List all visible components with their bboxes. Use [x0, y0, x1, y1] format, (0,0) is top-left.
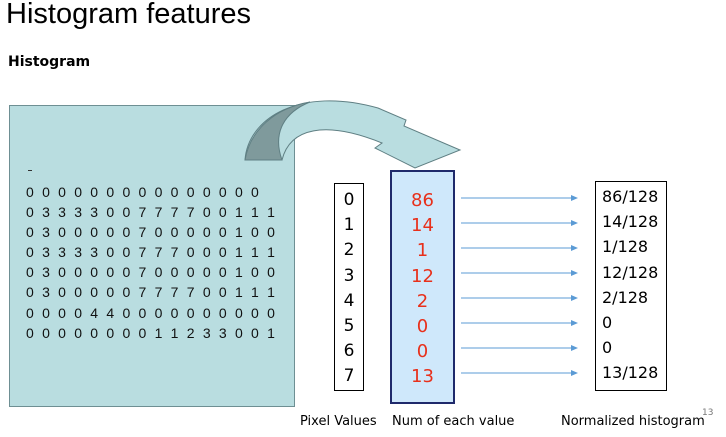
normalized-value: 12/128: [602, 262, 659, 282]
arrowhead-icon: [571, 295, 578, 301]
arrowhead-icon: [571, 245, 578, 251]
pixel-matrix-panel: 0 0 0 0 0 0 0 0 0 0 0 0 0 0 0 0 3 3 3 3 0…: [9, 105, 295, 407]
arrowhead-icon: [571, 370, 578, 376]
pixel-value: 7: [343, 366, 355, 387]
num-each-caption: Num of each value: [392, 414, 515, 429]
pixel-values-caption: Pixel Values: [300, 414, 377, 429]
pixel-value: 3: [343, 265, 355, 286]
matrix-row: 0 0 0 0 0 0 0 0 1 1 2 3 3 0 0 1: [26, 324, 278, 341]
pixel-value: 1: [343, 215, 355, 236]
normalized-value: 0: [602, 313, 613, 332]
matrix-row: 0 0 0 0 4 4 0 0 0 0 0 0 0 0 0 0: [26, 304, 278, 321]
section-heading: Histogram: [8, 54, 91, 70]
dash-mark: [28, 170, 32, 171]
normalized-value: 86/128: [602, 187, 659, 206]
counts-column: 86 14 1 12 2 0 0 13: [390, 170, 455, 404]
matrix-row: 0 3 0 0 0 0 0 7 7 7 7 0 0 1 1 1: [26, 284, 278, 301]
matrix-row: 0 3 3 3 3 0 0 7 7 7 0 0 0 1 1 1: [26, 244, 278, 261]
count-value: 2: [416, 290, 429, 312]
normalized-value: 0: [602, 338, 613, 358]
pixel-value: 0: [343, 190, 355, 210]
pixel-value: 2: [343, 240, 355, 261]
pixel-values-column: 0 1 2 3 4 5 6 7: [334, 183, 364, 391]
matrix-row: 0 3 0 0 0 0 0 7 0 0 0 0 0 1 0 0: [26, 224, 278, 241]
pixel-value: 4: [343, 290, 355, 311]
normalized-column: 86/128 14/128 1/128 12/128 2/128 0 0 13/128: [595, 181, 667, 391]
pixel-value: 6: [343, 341, 355, 362]
matrix-row: 0 3 0 0 0 0 0 7 0 0 0 0 0 1 0 0: [26, 264, 278, 281]
normalized-value: 1/128: [602, 237, 649, 257]
arrowhead-icon: [571, 320, 578, 326]
arrowhead-icon: [571, 195, 578, 201]
count-value: 0: [416, 341, 429, 363]
count-value: 1: [416, 240, 429, 262]
count-value: 86: [411, 190, 434, 211]
count-value: 13: [411, 366, 434, 388]
normalized-value: 13/128: [602, 363, 659, 383]
count-value: 12: [411, 265, 434, 287]
normalized-value: 2/128: [602, 287, 649, 307]
arrowhead-icon: [571, 345, 578, 351]
matrix-row: 0 0 0 0 0 0 0 0 0 0 0 0 0 0 0: [26, 184, 262, 200]
count-value: 14: [411, 215, 434, 237]
page-number: 13: [702, 408, 714, 418]
count-value: 0: [416, 316, 429, 337]
arrowhead-icon: [571, 270, 578, 276]
arrowhead-icon: [571, 220, 578, 226]
pixel-matrix: 0 0 0 0 0 0 0 0 0 0 0 0 0 0 0 0 3 3 3 3 0…: [26, 182, 277, 343]
matrix-row: 0 3 3 3 3 0 0 7 7 7 7 0 0 1 1 1: [26, 204, 278, 221]
normalized-value: 14/128: [602, 212, 659, 232]
slide-title: Histogram features: [6, 0, 251, 30]
pixel-value: 5: [343, 316, 355, 336]
normalized-caption: Normalized histogram: [561, 414, 705, 429]
